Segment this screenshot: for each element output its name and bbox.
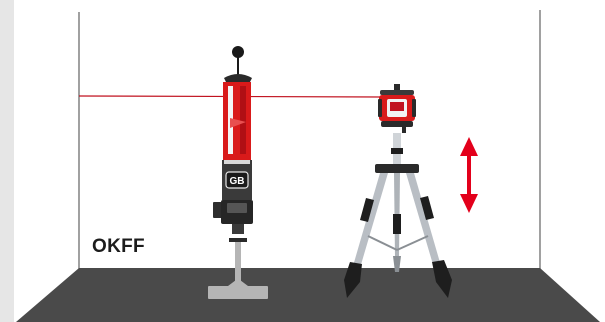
floor-reference-label: OKFF xyxy=(92,236,145,257)
double-arrow-vertical-icon xyxy=(460,137,478,213)
receiver-logo: GB xyxy=(230,176,245,187)
left-margin-strip xyxy=(0,0,14,322)
rotating-laser-icon xyxy=(378,84,416,133)
grade-rod-icon xyxy=(208,46,268,299)
floor xyxy=(16,268,600,322)
room-outline xyxy=(78,10,541,269)
tripod-icon xyxy=(344,133,452,298)
